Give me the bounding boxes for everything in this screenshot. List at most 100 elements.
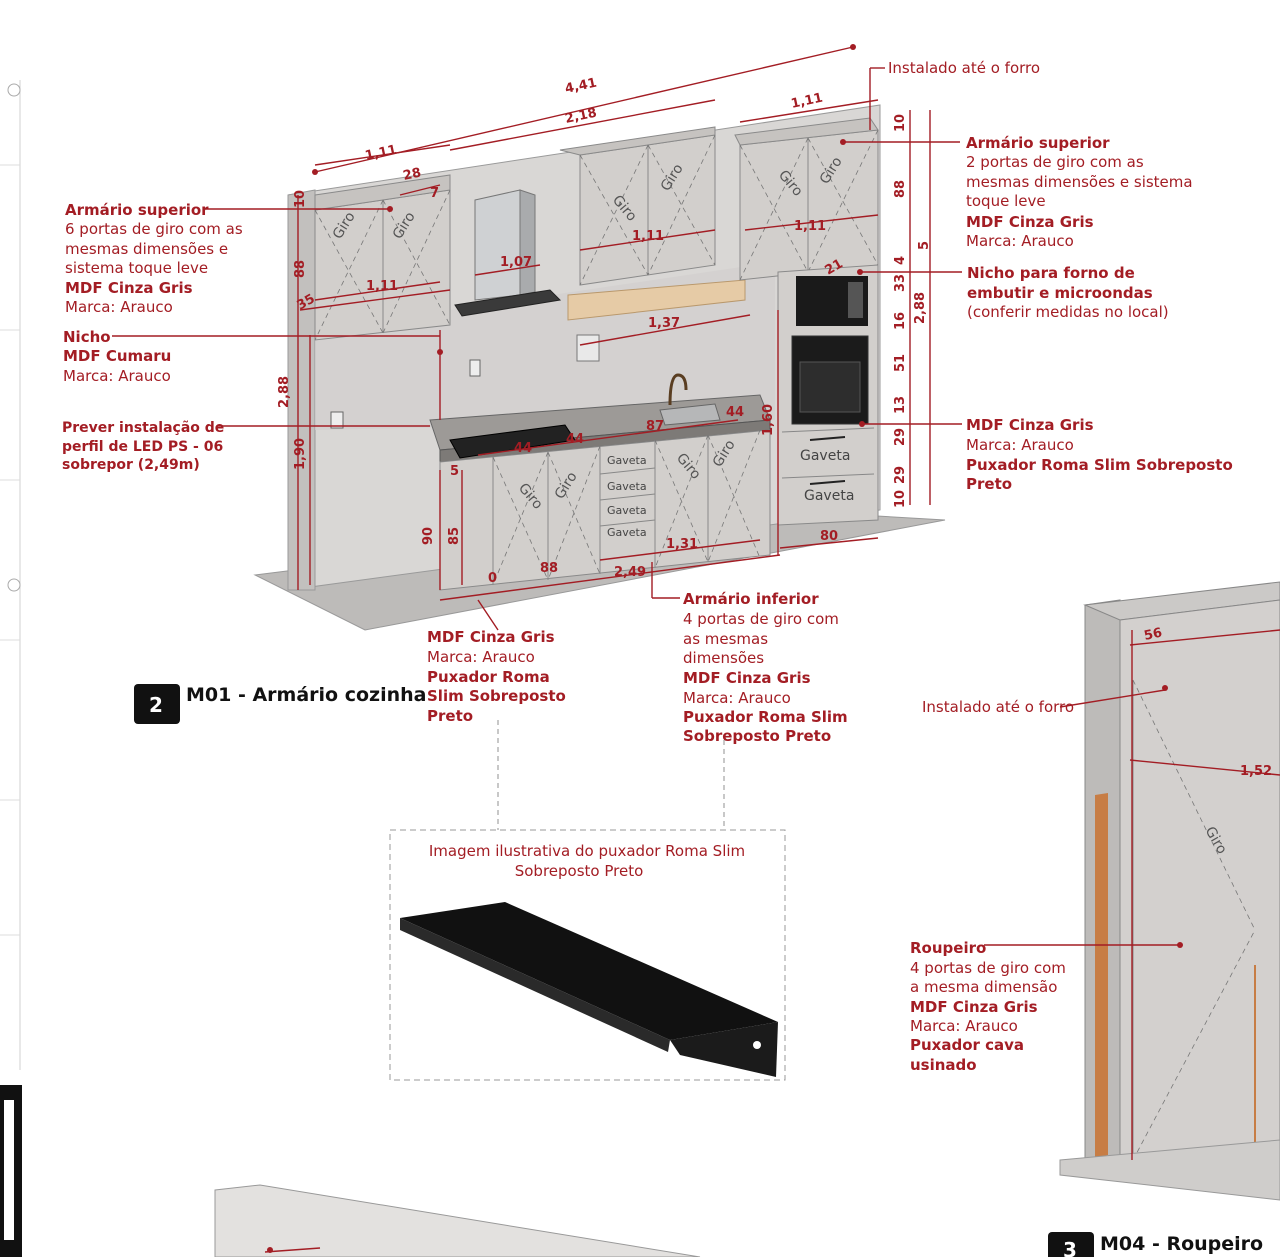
nicho-note: Nicho MDF Cumaru Marca: Arauco [63, 328, 171, 385]
kitchen-drawing [253, 104, 946, 631]
note-line: sobrepor (2,49m) [62, 457, 200, 473]
section-title: M04 - Roupeiro [1100, 1233, 1263, 1255]
dim-width: 87 [646, 419, 664, 434]
dim-depth: 44 [726, 405, 744, 420]
installed-note: Instalado até o forro [888, 59, 1040, 77]
led-note: Prever instalação de perfil de LED PS - … [62, 420, 224, 473]
wardrobe-note: Roupeiro 4 portas de giro com a mesma di… [910, 939, 1066, 1074]
dim-height: 90 [421, 527, 436, 545]
note-brand: Marca: Arauco [427, 648, 535, 666]
dim-upper-right-width: 1,11 [790, 91, 824, 112]
note-title: Armário superior [966, 134, 1110, 152]
note-title: Armário inferior [683, 590, 819, 608]
dim-height: 5 [450, 464, 459, 479]
section-number: 3 [1063, 1238, 1077, 1257]
note-line: mesmas dimensões e sistema [966, 173, 1193, 191]
note-line: dimensões [683, 649, 764, 667]
dim-height: 88 [293, 260, 308, 278]
note-brand: Marca: Arauco [966, 232, 1074, 250]
drawer-label: Gaveta [804, 488, 854, 504]
note-handle: Preto [966, 475, 1012, 493]
dim-height: 5 [917, 241, 932, 250]
handle-caption: Imagem ilustrativa do puxador Roma Slim [429, 842, 745, 860]
dim-upper-span: 2,18 [564, 106, 598, 127]
wardrobe-section-title: 3 M04 - Roupeiro [1048, 1232, 1263, 1257]
note-title: Roupeiro [910, 939, 986, 957]
handle-image [400, 902, 778, 1077]
section-title: M01 - Armário cozinha [186, 684, 426, 706]
kitchen-leaders [112, 67, 962, 830]
dim-total-height: 2,88 [277, 376, 292, 408]
note-brand: Marca: Arauco [65, 298, 173, 316]
drawer-label: Gaveta [607, 504, 647, 517]
dim-height: 29 [893, 466, 908, 484]
drawer-label: Gaveta [607, 454, 647, 467]
upper-right-cabinet-note: Armário superior 2 portas de giro com as… [966, 134, 1193, 250]
dim-width: 1,37 [648, 316, 680, 331]
dim-depth: 44 [514, 441, 532, 456]
dim-height: 4 [893, 256, 908, 265]
note-handle: Puxador cava [910, 1036, 1024, 1054]
dim-total-width: 4,41 [564, 76, 598, 97]
dim-height: 29 [893, 428, 908, 446]
installed-label: Instalado até o forro [888, 59, 1040, 77]
note-brand: Marca: Arauco [63, 367, 171, 385]
dim-width: 80 [820, 529, 838, 544]
kitchen-section-title: 2 M01 - Armário cozinha [134, 684, 426, 724]
note-line: toque leve [966, 192, 1046, 210]
dim-depth: 44 [566, 432, 584, 447]
section-badge [1048, 1232, 1094, 1257]
note-handle: Puxador Roma Slim Sobreposto [966, 456, 1233, 474]
note-material: MDF Cinza Gris [910, 998, 1038, 1016]
tower-note: MDF Cinza Gris Marca: Arauco Puxador Rom… [966, 416, 1233, 493]
dim-height: 0 [488, 571, 497, 586]
drawer-label: Gaveta [607, 526, 647, 539]
note-handle: Preto [427, 707, 473, 725]
drawer-label: Gaveta [607, 480, 647, 493]
dim-height: 13 [893, 396, 908, 414]
note-line: 4 portas de giro com [683, 610, 839, 628]
note-line: Nicho para forno de [967, 264, 1135, 282]
dim-width: 2,49 [614, 565, 646, 580]
left-margin-guides [0, 80, 22, 1257]
lower-cabinet-note: Armário inferior 4 portas de giro com as… [683, 590, 848, 745]
dim-height: 88 [893, 180, 908, 198]
note-brand: Marca: Arauco [683, 689, 791, 707]
dim-height: 2,88 [913, 292, 928, 324]
kitchen-dimension-labels: 4,41 2,18 1,11 1,11 28 7 10 88 35 2,88 1… [277, 76, 932, 586]
installed-label: Instalado até o forro [922, 698, 1074, 716]
dim-depth: 7 [430, 186, 439, 201]
note-line: embutir e microondas [967, 284, 1153, 302]
dim-width: 1,52 [1240, 764, 1272, 779]
note-title: Armário superior [65, 201, 209, 219]
note-line: (conferir medidas no local) [967, 303, 1169, 321]
dim-width: 1,11 [794, 219, 826, 234]
note-material: MDF Cinza Gris [683, 669, 811, 687]
dim-height: 85 [447, 527, 462, 545]
dim-height: 1,90 [293, 438, 308, 470]
note-line: as mesmas [683, 630, 768, 648]
wardrobe-drawing: Giro 56 1,52 Instalado até o forro [922, 581, 1280, 1201]
drawer-label: Gaveta [800, 448, 850, 464]
dim-height: 1,60 [761, 404, 776, 436]
note-brand: Marca: Arauco [966, 436, 1074, 454]
handle-caption: Sobreposto Preto [515, 862, 644, 880]
note-material: MDF Cinza Gris [65, 279, 193, 297]
note-material: MDF Cumaru [63, 347, 171, 365]
note-handle: Sobreposto Preto [683, 727, 831, 745]
note-line: a mesma dimensão [910, 978, 1057, 996]
handle-illustration-box: Imagem ilustrativa do puxador Roma Slim … [389, 829, 786, 1081]
note-handle: usinado [910, 1056, 977, 1074]
section-number: 2 [149, 693, 163, 717]
dim-depth: 28 [402, 165, 423, 183]
note-handle: Puxador Roma Slim [683, 708, 848, 726]
dim-width: 88 [540, 561, 558, 576]
upper-left-cabinet-note: Armário superior 6 portas de giro com as… [65, 201, 243, 316]
note-line: sistema toque leve [65, 259, 208, 277]
note-line: 2 portas de giro com as [966, 153, 1144, 171]
note-line: Prever instalação de [62, 420, 224, 436]
note-handle: Slim Sobreposto [427, 687, 566, 705]
dim-width: 1,11 [366, 279, 398, 294]
bottom-panel-fragment [214, 1184, 701, 1257]
dim-width: 1,07 [500, 255, 532, 270]
